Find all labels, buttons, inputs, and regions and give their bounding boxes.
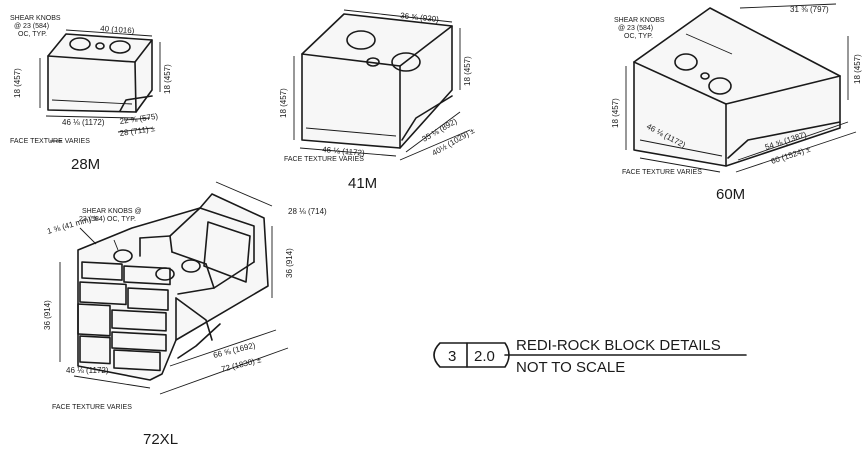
dim-height-left: 36 (914) [43, 300, 52, 330]
face-texture-note: FACE TEXTURE VARIES [52, 404, 132, 411]
face-texture-note: FACE TEXTURE VARIES [622, 169, 702, 176]
shear-knob-icon [113, 249, 133, 263]
dim-top: 28 ⅛ (714) [288, 207, 327, 216]
detail-scale: NOT TO SCALE [516, 359, 625, 376]
detail-title: REDI-ROCK BLOCK DETAILS [516, 337, 721, 354]
shear-knobs-note: SHEAR KNOBS @ [82, 208, 142, 215]
dim-top: 36 ⅝ (930) [400, 11, 440, 24]
dim-width: 46 ⅛ (1172) [66, 366, 109, 375]
block-41m: 36 ⅝ (930) 18 (457) 18 (457) 46 ⅛ (1172)… [279, 9, 477, 192]
shear-knob-icon [391, 52, 421, 72]
face-texture-note: FACE TEXTURE VARIES [10, 138, 90, 145]
shear-knob-icon [109, 40, 131, 54]
dim-height-right: 18 (457) [163, 64, 172, 94]
detail-number: 3 [448, 348, 456, 365]
shear-knob-icon [708, 77, 732, 95]
detail-tag: 3 2.0 REDI-ROCK BLOCK DETAILS NOT TO SCA… [433, 337, 747, 376]
shear-knobs-note: SHEAR KNOBS [614, 17, 665, 24]
shear-knob-icon [346, 30, 376, 50]
dim-knob: 1 ⅝ (41 mm) ± [46, 213, 99, 236]
dim-height-right: 18 (457) [853, 54, 862, 84]
shear-knobs-oc: OC, TYP. [18, 31, 47, 38]
dim-height-left: 18 (457) [13, 68, 22, 98]
dim-depth-overall: 28 (711) ± [119, 124, 156, 138]
shear-knobs-spacing: @ 23 (584) [618, 25, 653, 32]
shear-knobs-note: SHEAR KNOBS [10, 15, 61, 22]
block-28m: SHEAR KNOBS @ 23 (584) OC, TYP. 40 (1016… [10, 15, 172, 173]
face-texture-note: FACE TEXTURE VARIES [284, 156, 364, 163]
block-60m: SHEAR KNOBS @ 23 (584) OC, TYP. 31 ⅜ (79… [611, 3, 862, 203]
sheet-number: 2.0 [474, 348, 495, 365]
shear-knob-icon [69, 37, 91, 51]
dim-height-right: 36 (914) [285, 248, 294, 278]
shear-knob-icon [674, 53, 698, 71]
shear-knobs-oc: OC, TYP. [624, 33, 653, 40]
shear-knobs-spacing: 23 (584) OC, TYP. [79, 216, 136, 223]
dim-height-left: 18 (457) [279, 88, 288, 118]
dim-width: 46 ⅛ (1172) [322, 145, 366, 158]
dim-height-right: 18 (457) [463, 56, 472, 86]
block-72xl: SHEAR KNOBS @ 23 (584) OC, TYP. 1 ⅝ (41 … [43, 181, 327, 448]
dim-top: 40 (1016) [100, 24, 135, 35]
dim-width: 46 ⅛ (1172) [62, 118, 105, 127]
block-label: 72XL [143, 431, 178, 448]
dim-depth-overall: 72 (1830) ± [220, 355, 262, 374]
block-label: 41M [348, 175, 377, 192]
block-label: 60M [716, 186, 745, 203]
shear-knob-icon [181, 259, 201, 273]
block-label: 28M [71, 156, 100, 173]
dim-height-left: 18 (457) [611, 98, 620, 128]
shear-knobs-spacing: @ 23 (584) [14, 23, 49, 30]
dim-top: 31 ⅜ (797) [790, 5, 829, 14]
